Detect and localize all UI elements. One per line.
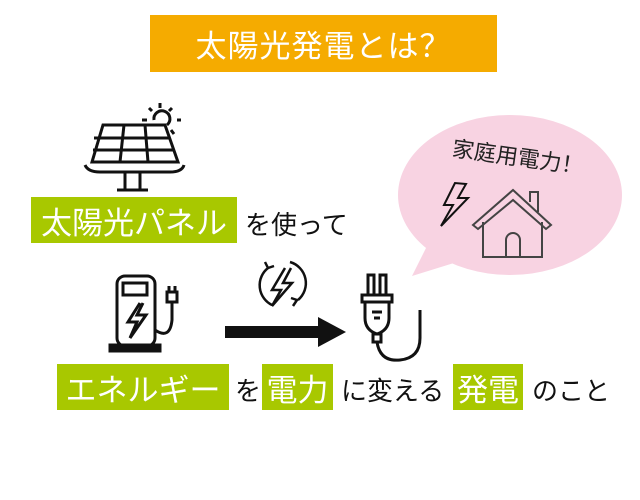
highlight-generation: 発電 xyxy=(453,364,523,410)
highlight-electricity: 電力 xyxy=(262,364,333,410)
solar-panel-icon xyxy=(83,103,186,192)
text-convert: に変える xyxy=(341,377,445,407)
bolt-icon xyxy=(440,181,471,227)
highlight-energy: エネルギー xyxy=(57,364,229,410)
charging-station-icon xyxy=(108,274,179,353)
text-wo: を xyxy=(235,377,262,407)
rotate-bolt-icon xyxy=(258,260,308,307)
speech-bubble xyxy=(398,115,622,276)
arrow-right-icon xyxy=(225,317,346,347)
page-title: 太陽光発電とは？ xyxy=(150,15,497,72)
plug-icon xyxy=(360,273,422,362)
house-icon xyxy=(471,188,553,258)
text-using: を使って xyxy=(245,211,348,241)
text-meaning: のこと xyxy=(532,377,611,407)
highlight-solar-panel: 太陽光パネル xyxy=(31,197,237,243)
